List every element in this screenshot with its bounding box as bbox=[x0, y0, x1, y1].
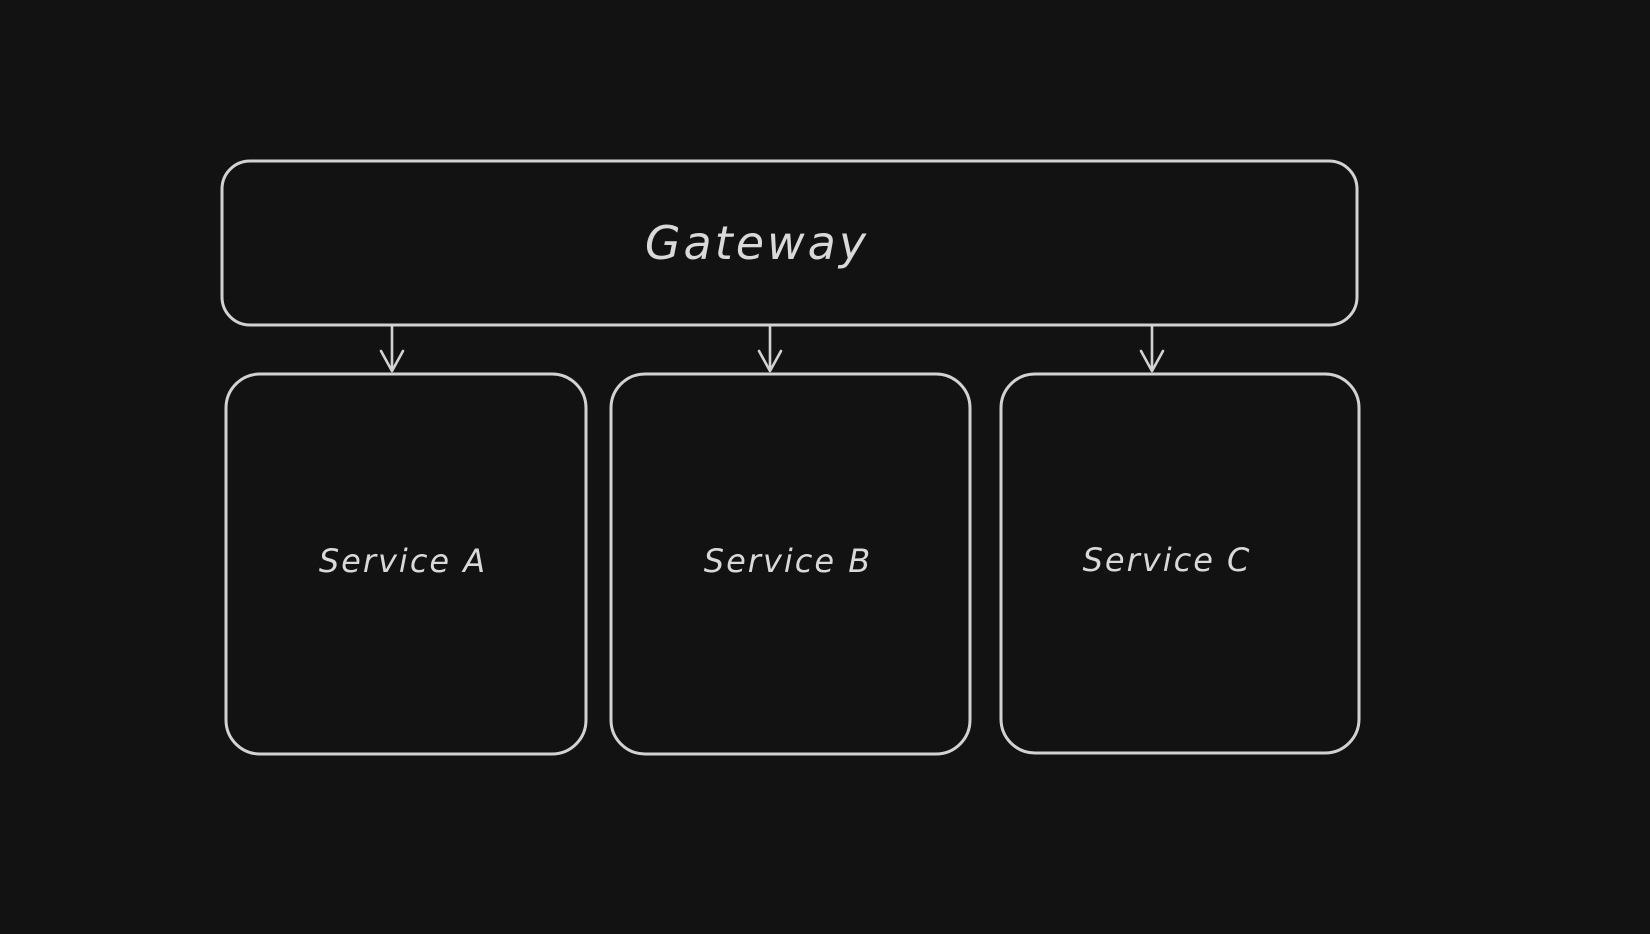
service-b-label: Service B bbox=[704, 542, 872, 580]
gateway-box[interactable] bbox=[220, 159, 1359, 327]
service-c-label: Service C bbox=[1083, 541, 1252, 579]
edge-c-arrowhead-icon bbox=[1139, 349, 1165, 373]
service-c-box[interactable] bbox=[999, 372, 1361, 755]
gateway-label: Gateway bbox=[645, 216, 869, 270]
service-a-label: Service A bbox=[319, 542, 487, 580]
node-service-a[interactable]: Service A bbox=[224, 372, 588, 756]
node-service-b[interactable]: Service B bbox=[609, 372, 972, 756]
edge-gateway-service-b[interactable] bbox=[757, 324, 783, 373]
edge-gateway-service-c[interactable] bbox=[1139, 324, 1165, 373]
edge-a-arrowhead-icon bbox=[379, 349, 405, 373]
edge-b-arrowhead-icon bbox=[757, 349, 783, 373]
node-service-c[interactable]: Service C bbox=[999, 372, 1361, 755]
edge-gateway-service-a[interactable] bbox=[379, 324, 405, 373]
service-a-box[interactable] bbox=[224, 372, 588, 756]
service-b-box[interactable] bbox=[609, 372, 972, 756]
node-gateway[interactable]: Gateway bbox=[220, 159, 1359, 327]
